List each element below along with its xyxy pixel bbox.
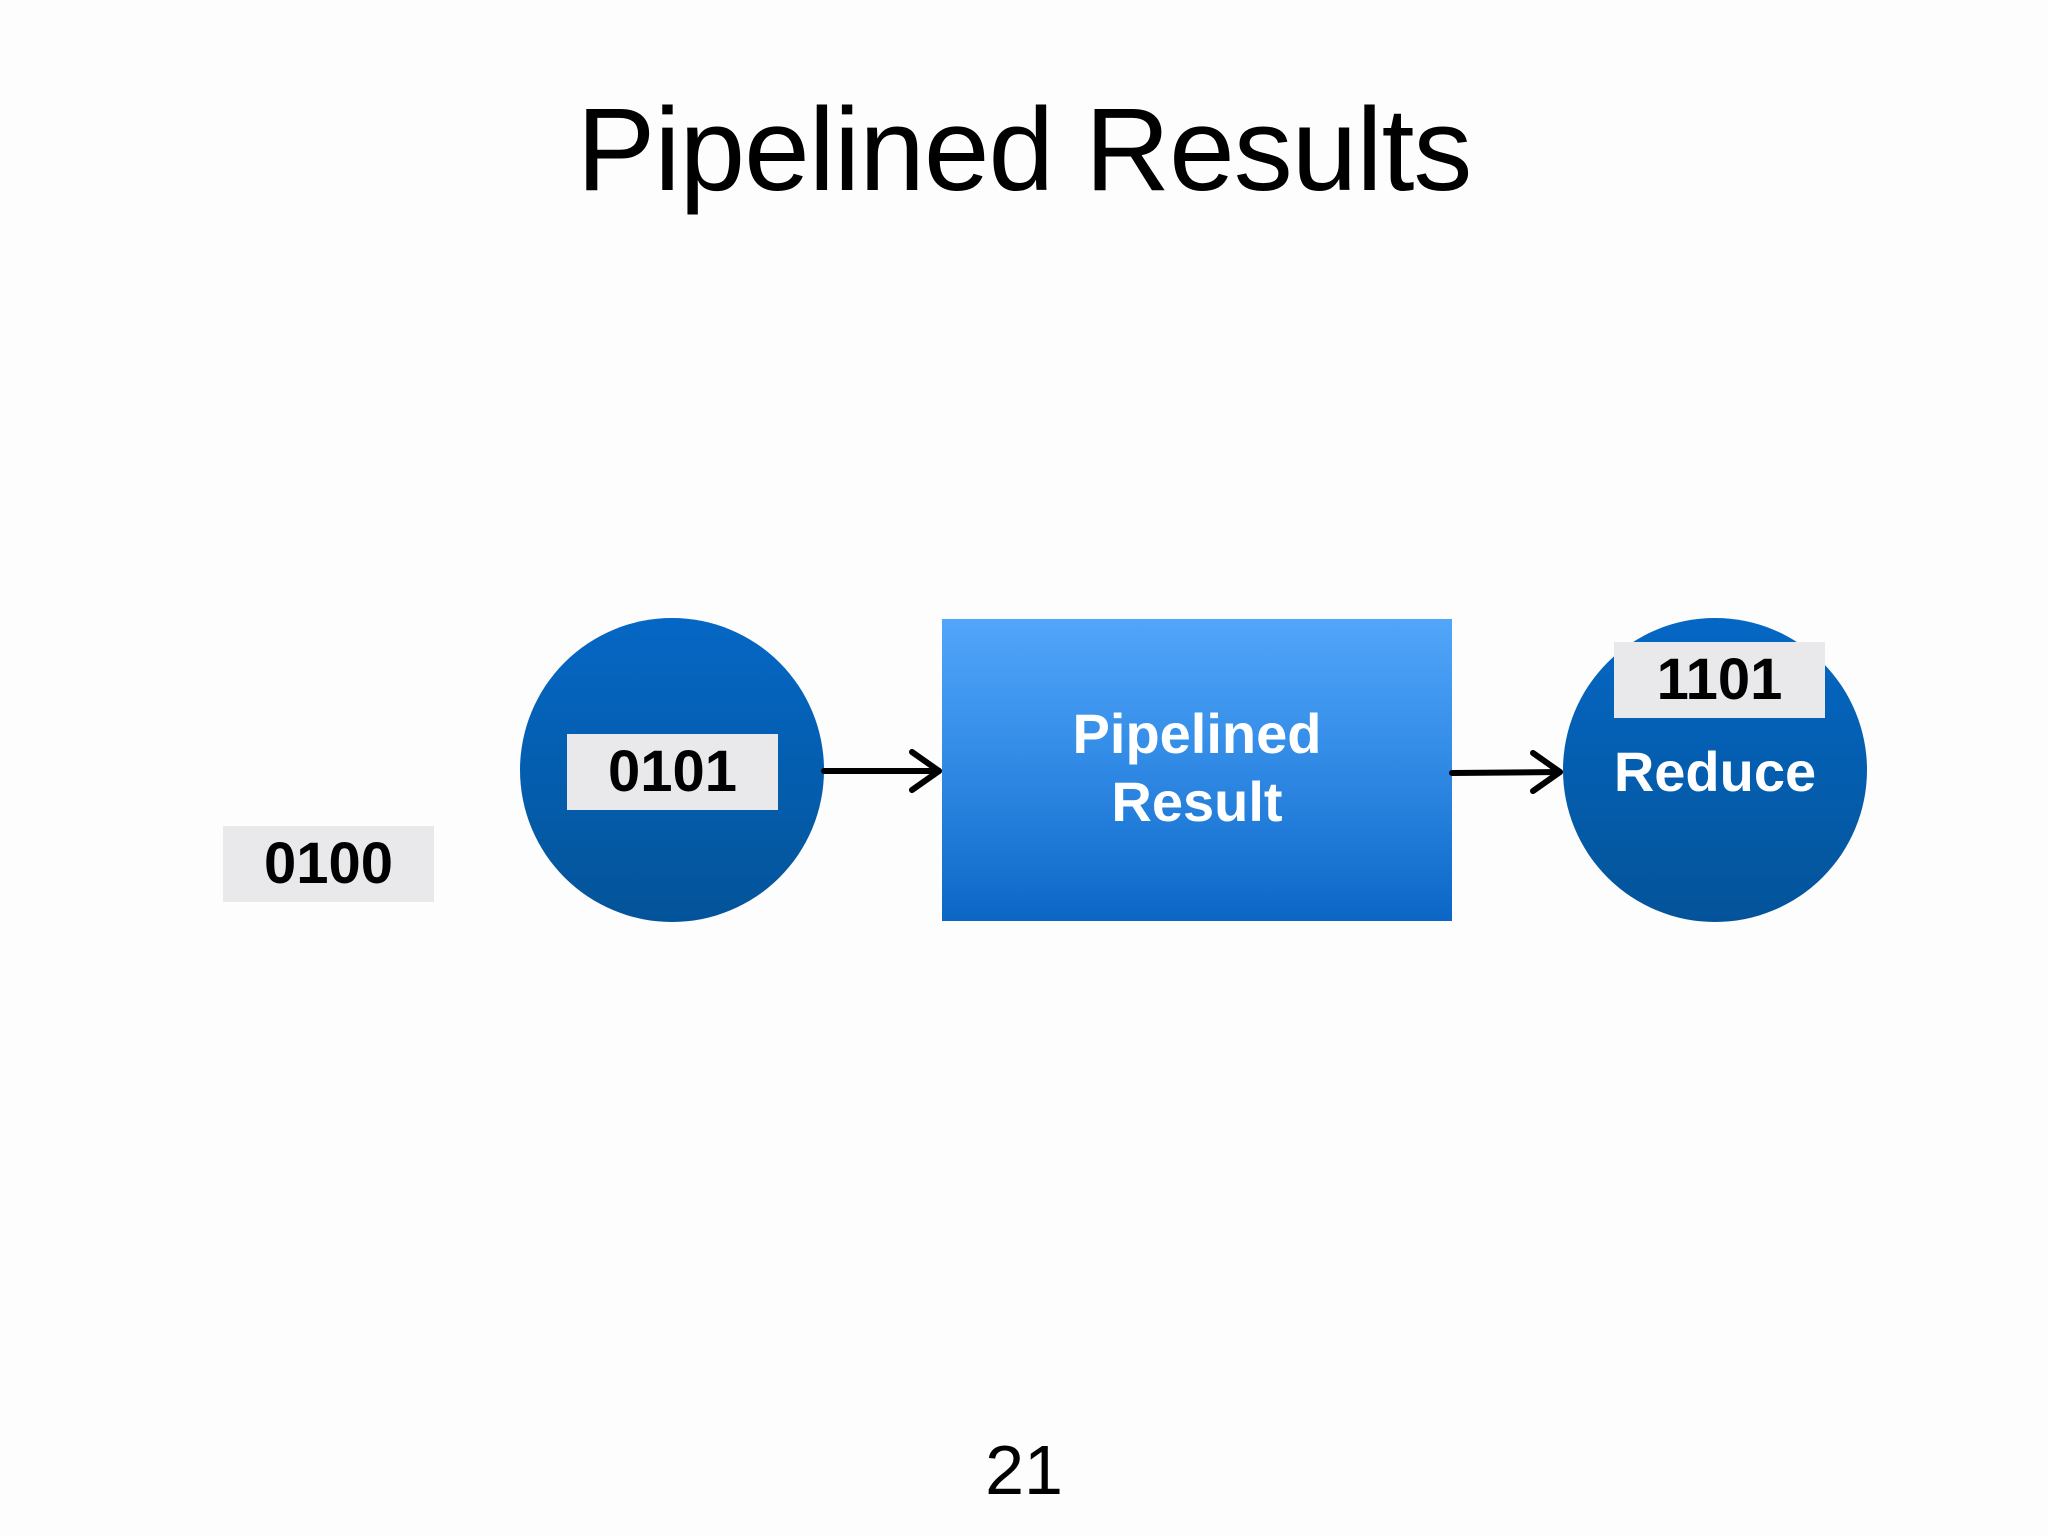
slide-title: Pipelined Results: [576, 84, 1473, 216]
arrow-node-to-box: [821, 749, 942, 793]
reduce-label: Reduce: [1613, 740, 1817, 803]
pipelined-result-label: Pipelined Result: [942, 700, 1452, 836]
pipelined-result-label-line2: Result: [1111, 770, 1283, 833]
output-token: 1101: [1614, 642, 1825, 718]
waiting-token: 0100: [223, 826, 434, 902]
page-number: 21: [985, 1431, 1063, 1509]
arrow-box-to-reduce: [1449, 750, 1563, 794]
in-stage-token: 0101: [567, 734, 778, 810]
pipelined-result-label-line1: Pipelined: [1072, 702, 1322, 765]
pipelined-result-box: [942, 619, 1452, 921]
